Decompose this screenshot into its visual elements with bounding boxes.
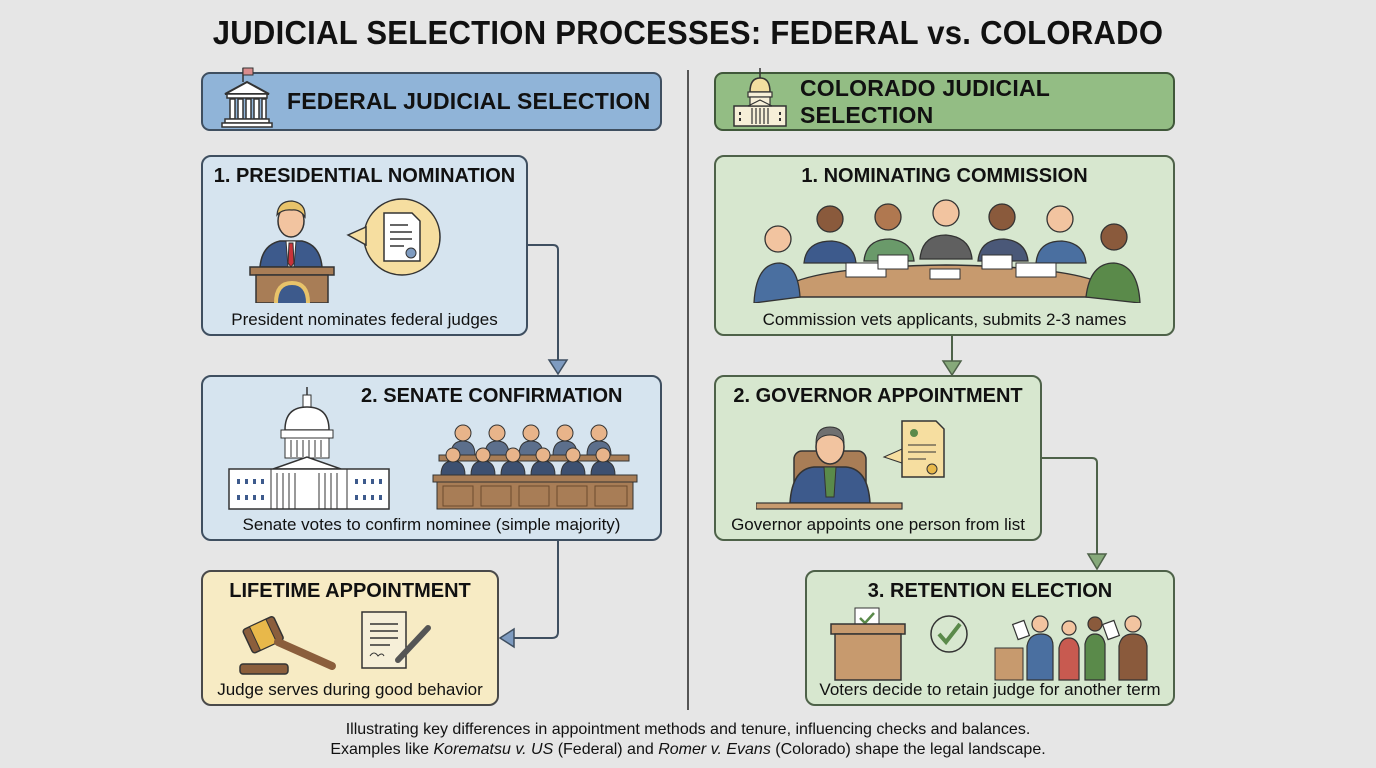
step-description: Senate votes to confirm nominee (simple … [242, 515, 621, 534]
caption-text: (Federal) and [553, 741, 659, 758]
colorado-header: COLORADO JUDICIAL SELECTION [714, 67, 1175, 131]
step-description: Voters decide to retain judge for anothe… [819, 680, 1161, 699]
step-description: Governor appoints one person from list [731, 515, 1025, 534]
case-romer: Romer v. Evans [658, 741, 771, 758]
colorado-step-retention-election: 3. RETENTION ELECTION Voters decide to r… [805, 570, 1175, 706]
step-title: 1. PRESIDENTIAL NOMINATION [213, 165, 516, 187]
page-title: JUDICIAL SELECTION PROCESSES: FEDERAL vs… [212, 14, 1164, 51]
courthouse-icon [217, 66, 277, 128]
step-title: 1. NOMINATING COMMISSION [801, 165, 1088, 187]
caption-text: (Colorado) shape the legal landscape. [770, 741, 1046, 758]
capitol-senate-icon [227, 385, 639, 513]
president-podium-icon [248, 195, 448, 303]
case-korematsu: Korematsu v. US [433, 741, 554, 758]
step-title: 3. RETENTION ELECTION [867, 580, 1113, 602]
step-description: Judge serves during good behavior [217, 680, 483, 699]
step-title: 2. GOVERNOR APPOINTMENT [733, 385, 1023, 407]
federal-header-label: FEDERAL JUDICIAL SELECTION [287, 88, 651, 114]
caption-text: Examples like [330, 741, 434, 758]
step-title: LIFETIME APPOINTMENT [229, 580, 471, 602]
governor-desk-icon [756, 417, 966, 511]
colorado-step-governor-appointment: 2. GOVERNOR APPOINTMENT Governor appoint… [714, 375, 1042, 541]
ballot-voters-icon [829, 606, 1159, 682]
federal-lifetime-appointment: LIFETIME APPOINTMENT Judge serves during… [201, 570, 499, 706]
step-description: Commission vets applicants, submits 2-3 … [762, 310, 1127, 329]
commission-table-icon [746, 197, 1146, 303]
colorado-header-label: COLORADO JUDICIAL SELECTION [800, 74, 1050, 128]
step-title: 2. SENATE CONFIRMATION [361, 385, 623, 407]
state-capitol-icon [730, 66, 790, 127]
federal-step-senate-confirmation: 2. SENATE CONFIRMATION [201, 375, 662, 541]
colorado-step-nominating-commission: 1. NOMINATING COMMISSION Commission vets… [714, 155, 1175, 336]
step-description: President nominates federal judges [231, 310, 498, 329]
caption-line-1: Illustrating key differences in appointm… [345, 721, 1031, 738]
federal-header: FEDERAL JUDICIAL SELECTION [201, 67, 662, 131]
caption-line-2: Examples like Korematsu v. US (Federal) … [0, 741, 1376, 759]
column-divider [687, 70, 689, 710]
federal-step-presidential-nomination: 1. PRESIDENTIAL NOMINATION President nom… [201, 155, 528, 336]
gavel-scroll-icon [238, 608, 438, 676]
